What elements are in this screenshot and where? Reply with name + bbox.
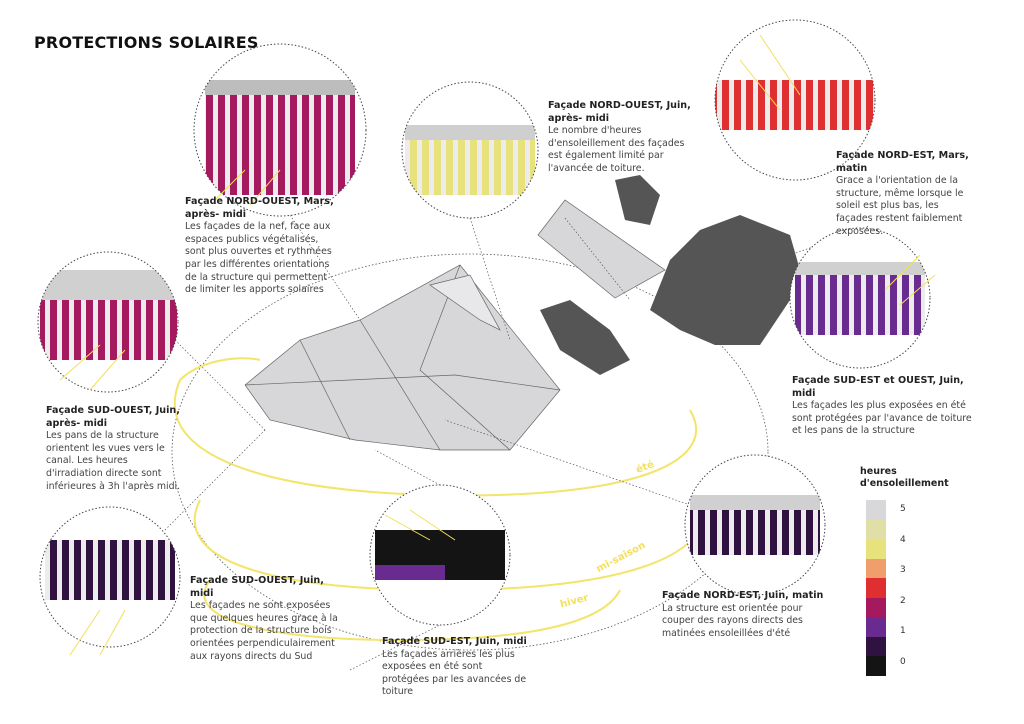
- sun-path-summer: [173, 357, 697, 497]
- legend-color-scale: [866, 500, 886, 676]
- note-body: Grace a l'orientation de la structure, m…: [836, 175, 964, 237]
- note-body: Les façades de la nef, face aux espaces …: [185, 221, 332, 296]
- lens-so-juin-am: [37, 251, 179, 393]
- legend-tick: 2: [900, 595, 906, 606]
- legend-tick: 3: [900, 565, 906, 575]
- legend-tick: 4: [900, 534, 906, 545]
- note-heading: Façade NORD-OUEST, Juin, après- midi: [548, 100, 691, 124]
- note-body: Le nombre d'heures d'ensoleillement des …: [548, 125, 685, 174]
- legend-tick: 0: [900, 656, 906, 667]
- legend-swatch: [866, 558, 886, 578]
- note-heading: Façade SUD-EST et OUEST, Juin, midi: [792, 375, 964, 399]
- note-heading: Façade SUD-EST, Juin, midi: [382, 636, 527, 647]
- note-heading: Façade NORD-EST, Juin, matin: [662, 590, 824, 601]
- legend-swatch: [866, 617, 886, 637]
- note-body: Les façades ne sont exposées que quelque…: [190, 600, 338, 662]
- legend-swatch: [866, 578, 886, 598]
- sun-path-winter: [203, 579, 621, 642]
- sun-rays: [59, 34, 936, 656]
- legend-swatch: [866, 500, 886, 520]
- note-heading: Façade SUD-OUEST, Juin, après- midi: [46, 405, 180, 429]
- note-body: Les façades arrières les plus exposées e…: [382, 648, 527, 698]
- building-roof: [244, 264, 561, 451]
- page-title: PROTECTIONS SOLAIRES: [34, 33, 259, 52]
- lens-ne-juin: [684, 454, 826, 596]
- lens-ne-mars: [714, 19, 876, 181]
- legend-title: heures d'ensoleillement: [860, 466, 949, 489]
- note-heading: Façade NORD-OUEST, Mars, après- midi: [185, 196, 334, 220]
- legend-tick: 5: [900, 504, 906, 514]
- legend-swatch: [866, 656, 886, 676]
- connector-lines: [164, 214, 861, 671]
- lens-se-juin-midi: [369, 484, 511, 626]
- legend-tick: 1: [900, 626, 906, 636]
- lens-se-o-juin: [789, 227, 931, 369]
- note-heading: Façade NORD-EST, Mars, matin: [836, 150, 969, 174]
- legend: heures d'ensoleillement 5 4 3 2 1 0: [860, 466, 970, 676]
- note-body: Les pans de la structure orientent les v…: [46, 430, 181, 492]
- site-ellipse: [171, 253, 769, 651]
- legend-swatch: [866, 597, 886, 617]
- lens-no-juin: [401, 81, 539, 219]
- legend-swatch: [866, 539, 886, 559]
- neighbour-buildings: [540, 175, 800, 375]
- lens-no-mars: [193, 43, 367, 217]
- legend-swatch: [866, 636, 886, 656]
- note-body: Les façades les plus exposées en été son…: [792, 400, 972, 437]
- note-body: La structure est orientée pour couper de…: [662, 602, 803, 639]
- lens-so-juin-midi: [39, 506, 181, 648]
- legend-swatch: [866, 519, 886, 539]
- note-heading: Façade SUD-OUEST, Juin, midi: [190, 575, 324, 599]
